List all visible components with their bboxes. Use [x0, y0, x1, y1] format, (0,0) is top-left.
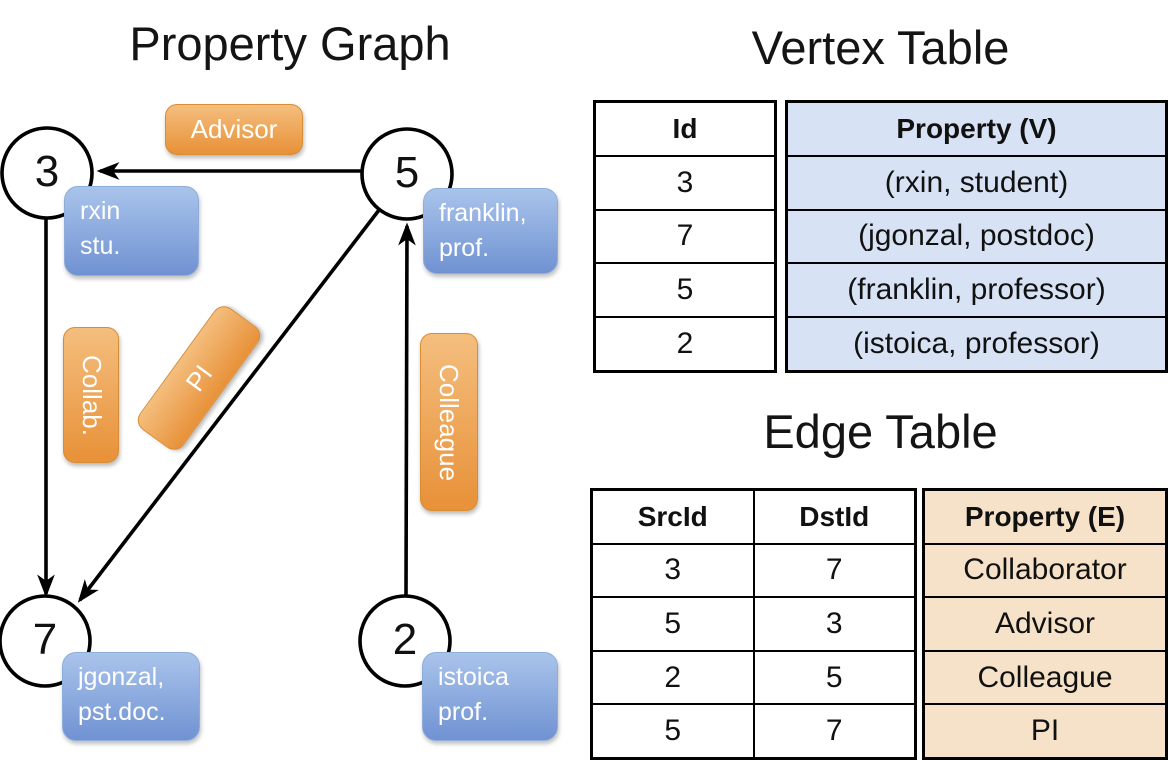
edge-label-collab-text: Collab.	[76, 354, 107, 436]
edge-label-collab: Collab.	[63, 327, 119, 463]
edge-table-header-row: SrcId DstId	[593, 491, 914, 543]
vertex-label-2: istoica prof.	[422, 652, 558, 741]
edge-table-dst-cell: 5	[752, 651, 915, 704]
edge-label-advisor-text: Advisor	[190, 114, 278, 144]
edge-label-colleague: Colleague	[420, 333, 478, 511]
edge-table-row: 3 7	[593, 542, 915, 597]
vertex-label-5: franklin, prof.	[423, 188, 558, 274]
edge-table-src-cell: 5	[664, 606, 682, 640]
vertex-label-7: jgonzal, pst.doc.	[62, 652, 200, 741]
edge-table-property-cell: PI	[925, 703, 1165, 757]
graph-canvas	[0, 126, 454, 688]
vertex-table-property-header: Property (V)	[896, 112, 1057, 144]
vertex-label-7-line1: jgonzal,	[78, 663, 165, 691]
edge-table-dstid-header: DstId	[752, 491, 915, 543]
vertex-table-title: Vertex Table	[751, 21, 1010, 74]
edge-table-row: 5 7	[593, 703, 914, 757]
vertex-table-id-header: Id	[672, 112, 698, 144]
edge-table-property-cell: Collaborator	[925, 542, 1165, 597]
vertex-id-5: 5	[394, 148, 420, 197]
edge-table-id-columns: SrcId DstId 3 7 5 3 2 5 5 7	[590, 488, 917, 760]
edge-table-dst-cell: 7	[752, 705, 915, 757]
vertex-label-3: rxin stu.	[64, 186, 199, 276]
edge-label-advisor: Advisor	[165, 104, 303, 155]
edge-table-srcid-header: SrcId	[637, 500, 708, 532]
edge-label-pi-text: PI	[179, 358, 218, 397]
vertex-id-7: 7	[32, 615, 58, 664]
vertex-label-3-line2: stu.	[80, 231, 121, 260]
edge-table-property-cell: Advisor	[925, 596, 1165, 650]
edge-table-property-cell: Colleague	[925, 649, 1165, 704]
vertex-label-2-line2: prof.	[438, 697, 489, 726]
vertex-label-5-line2: prof.	[439, 233, 490, 262]
edge-table-src-cell: 2	[664, 660, 682, 694]
edge-2-to-5	[398, 222, 416, 597]
vertex-table-property-cell: (franklin, professor)	[788, 262, 1165, 316]
edge-table-dst-cell: 3	[752, 598, 915, 650]
edge-table-title: Edge Table	[763, 405, 998, 458]
edge-table-dst-cell: 7	[752, 544, 915, 597]
vertex-label-5-line1: franklin,	[439, 199, 527, 227]
edge-table-row: 2 5	[593, 649, 915, 704]
edge-table-property-header: Property (E)	[964, 500, 1126, 532]
property-graph-title: Property Graph	[129, 17, 451, 70]
vertex-label-2-line1: istoica	[438, 663, 509, 691]
edge-table-row: 5 3	[593, 596, 914, 650]
vertex-table-id-cell: 7	[596, 208, 774, 263]
vertex-label-3-line1: rxin	[80, 197, 121, 225]
edge-table-src-cell: 3	[664, 553, 682, 587]
edge-table-src-cell: 5	[664, 714, 682, 748]
edge-table-property-column: Property (E) Collaborator Advisor Collea…	[922, 488, 1168, 760]
vertex-table-property-cell: (istoica, professor)	[788, 316, 1165, 370]
vertex-id-2: 2	[392, 615, 418, 664]
edge-5-to-7	[77, 208, 381, 603]
vertex-table-property-cell: (jgonzal, postdoc)	[788, 208, 1165, 263]
vertex-table-id-column: Id 3 7 5 2	[593, 100, 777, 373]
vertex-label-7-line2: pst.doc.	[78, 697, 166, 726]
vertex-table-id-cell: 2	[596, 316, 774, 370]
vertex-table-property-cell: (rxin, student)	[788, 154, 1165, 209]
vertex-table-property-column: Property (V) (rxin, student) (jgonzal, p…	[785, 100, 1168, 373]
vertex-table-id-cell: 3	[596, 154, 774, 209]
vertex-id-3: 3	[34, 147, 60, 196]
vertex-table-id-cell: 5	[596, 262, 774, 316]
edge-label-colleague-text: Colleague	[434, 363, 465, 481]
